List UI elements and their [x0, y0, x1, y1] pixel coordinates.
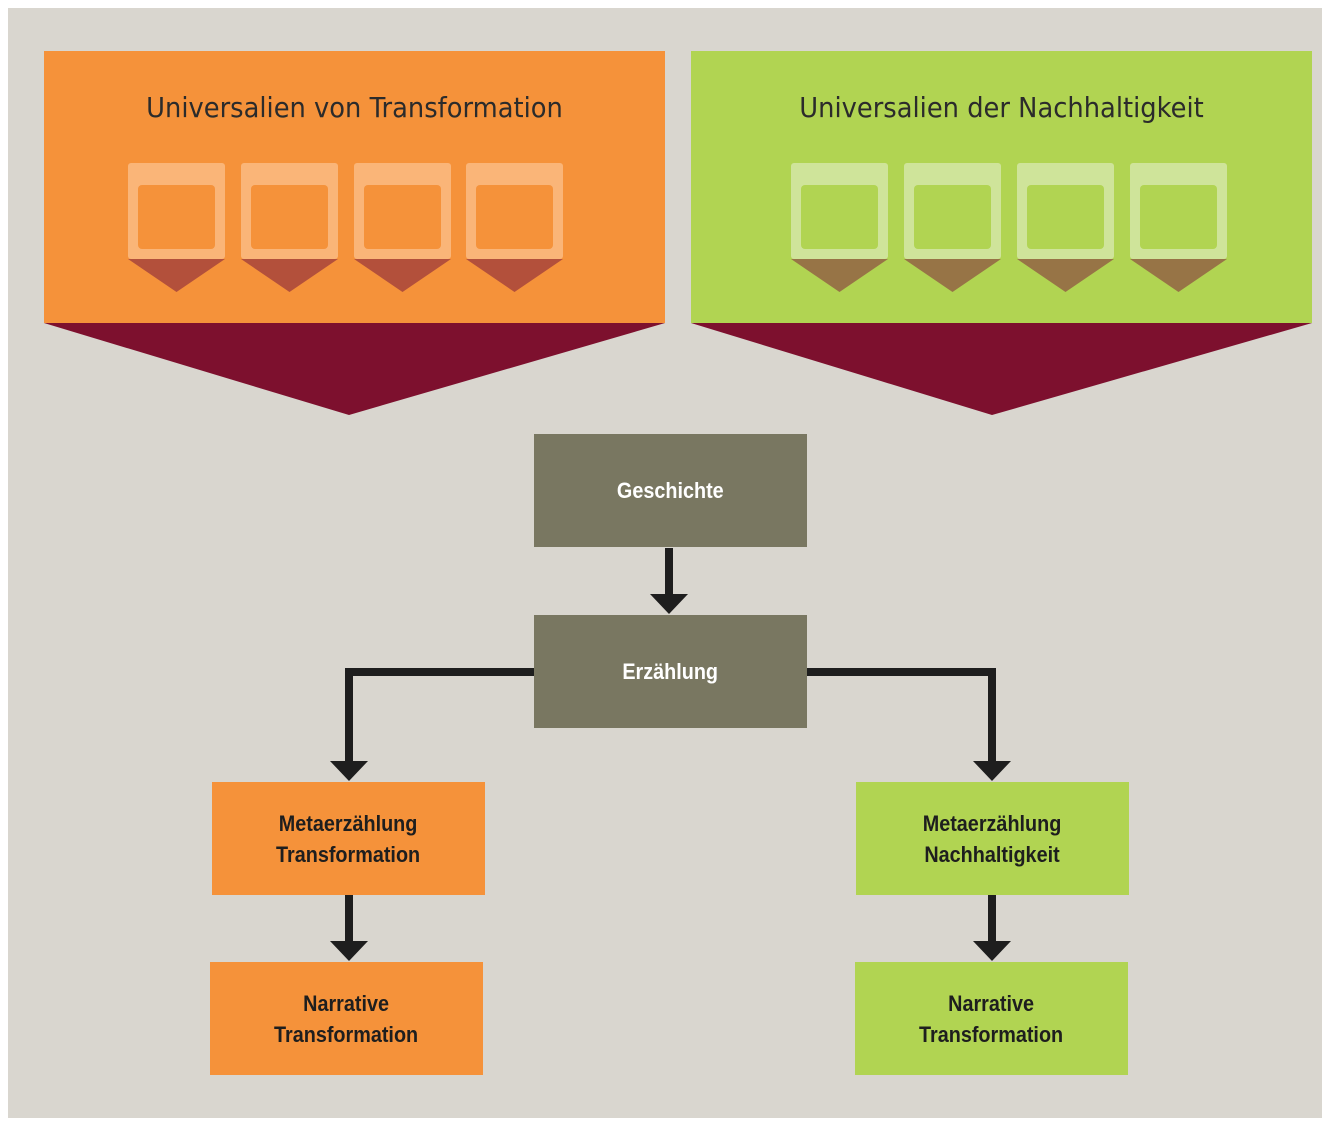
box-narration: Erzählung: [534, 615, 807, 728]
arrowhead-icon: [330, 941, 368, 961]
box-meta-transformation-line2: Transformation: [276, 841, 421, 867]
diagram-canvas: Universalien von Transformation: [8, 8, 1322, 1118]
panel-title-sustainability: Universalien der Nachhaltigkeit: [799, 91, 1204, 124]
tile-1-icon: [128, 163, 225, 292]
connector-history-narration: [665, 548, 673, 595]
arrowhead-icon: [973, 761, 1011, 781]
tile-row-transformation: [128, 163, 563, 292]
connector-left-horizontal: [345, 668, 535, 676]
panel-title-transformation: Universalien von Transformation: [146, 91, 563, 124]
box-narrative-left-line2: Transformation: [274, 1021, 419, 1047]
box-history: Geschichte: [534, 434, 807, 547]
box-narrative-right-line2: Transformation: [919, 1021, 1064, 1047]
box-meta-sustainability-line1: Metaerzählung: [923, 810, 1062, 836]
arrowhead-icon: [973, 941, 1011, 961]
connector-right-meta-narrative: [988, 895, 996, 942]
arrowhead-icon: [330, 761, 368, 781]
tile-4-icon: [466, 163, 563, 292]
box-narrative-right-line1: Narrative: [948, 990, 1035, 1016]
box-narrative-transformation-right: Narrative Transformation: [855, 962, 1128, 1075]
box-meta-narrative-transformation: Metaerzählung Transformation: [212, 782, 485, 895]
panel-transformation-universals: Universalien von Transformation: [44, 51, 665, 323]
box-meta-transformation-line1: Metaerzählung: [279, 810, 418, 836]
tile-2-icon: [904, 163, 1001, 292]
tile-2-icon: [241, 163, 338, 292]
tile-row-sustainability: [791, 163, 1227, 292]
box-narrative-left-line1: Narrative: [303, 990, 390, 1016]
tile-4-icon: [1130, 163, 1227, 292]
funnel-sustainability: [691, 323, 1312, 415]
connector-right-vertical: [988, 668, 996, 762]
tile-3-icon: [354, 163, 451, 292]
tile-1-icon: [791, 163, 888, 292]
funnels: [44, 323, 1312, 415]
box-meta-narrative-sustainability: Metaerzählung Nachhaltigkeit: [856, 782, 1129, 895]
box-history-label: Geschichte: [617, 478, 724, 503]
box-narration-label: Erzählung: [622, 659, 719, 684]
connector-left-meta-narrative: [345, 895, 353, 942]
tile-3-icon: [1017, 163, 1114, 292]
connector-left-vertical: [345, 668, 353, 762]
panel-sustainability-universals: Universalien der Nachhaltigkeit: [691, 51, 1312, 323]
box-meta-sustainability-line2: Nachhaltigkeit: [924, 841, 1061, 867]
flow-connectors: [330, 548, 1011, 961]
funnel-transformation: [44, 323, 665, 415]
box-narrative-transformation-left: Narrative Transformation: [210, 962, 483, 1075]
arrowhead-icon: [650, 594, 688, 614]
connector-right-horizontal: [806, 668, 996, 676]
